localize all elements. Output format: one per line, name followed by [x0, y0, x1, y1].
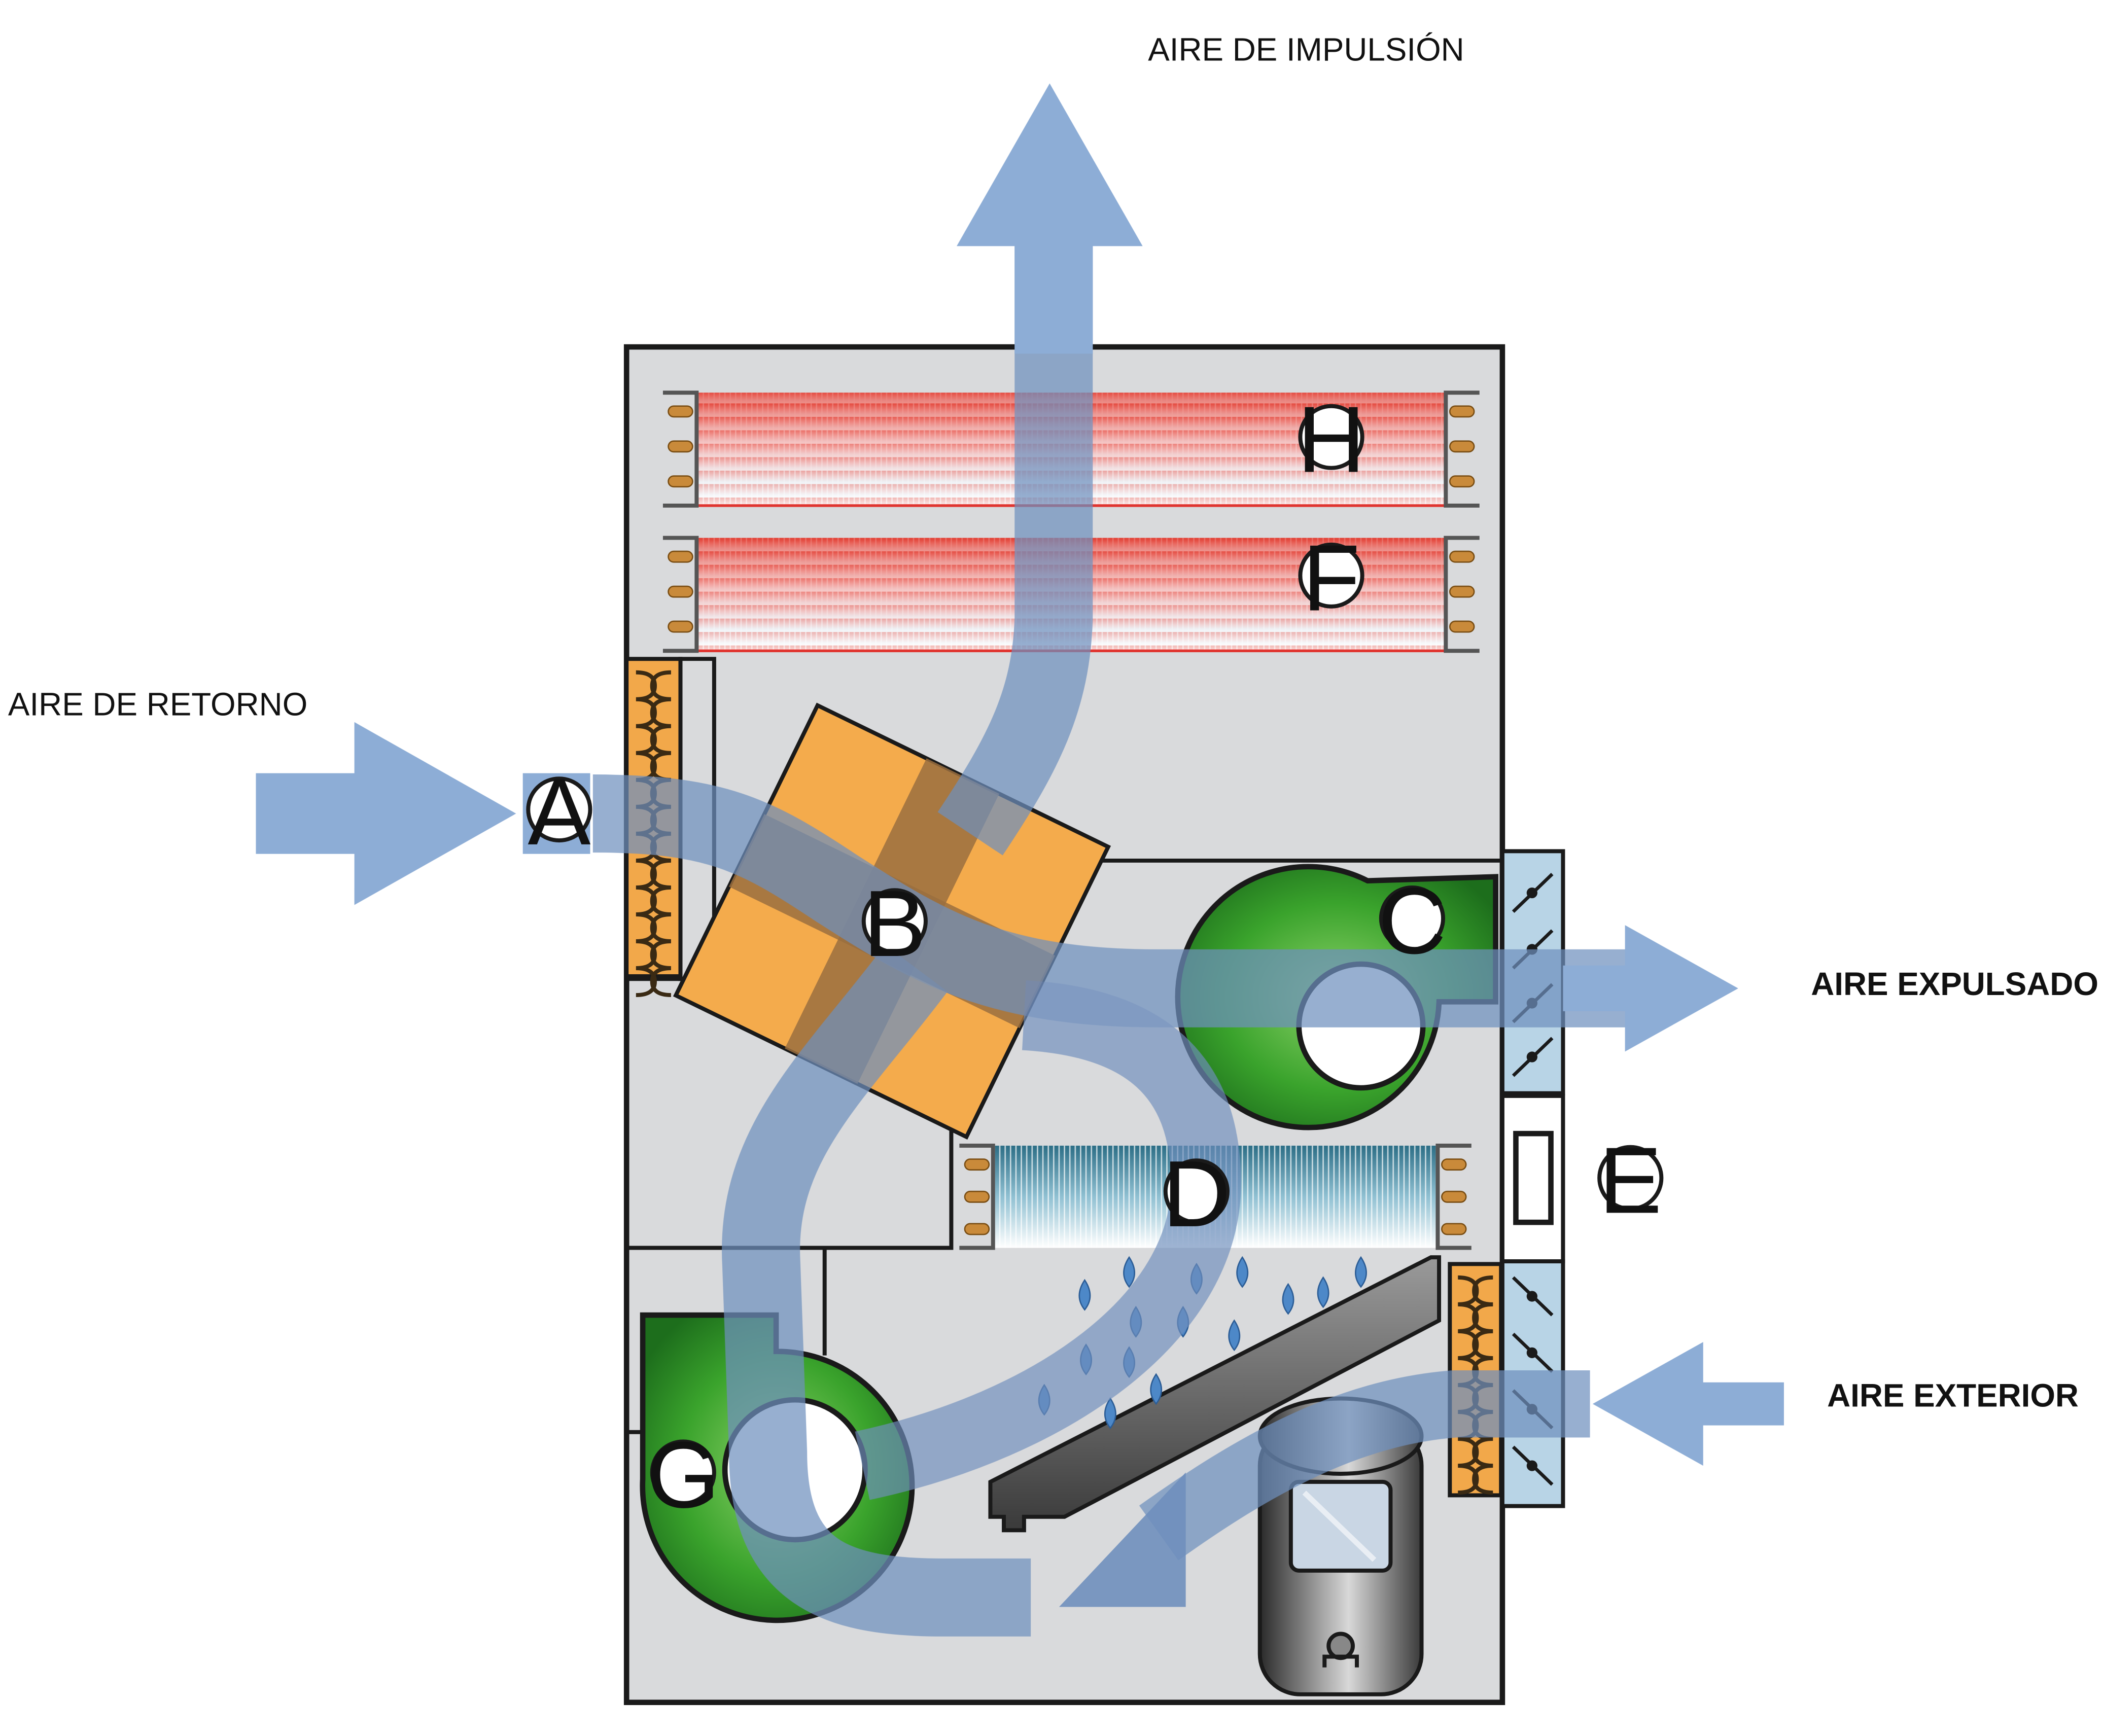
svg-text:F: F — [1303, 526, 1360, 631]
supply-air-arrow — [957, 83, 1143, 354]
badge-e: E — [1597, 1128, 1664, 1233]
svg-text:A: A — [528, 760, 590, 865]
exhaust-air-arrow — [1563, 925, 1738, 1052]
badge-c: C — [1378, 869, 1446, 974]
badge-g: G — [646, 1423, 720, 1528]
return-to-exhaust-airflow — [592, 774, 1631, 1028]
svg-text:E: E — [1599, 1128, 1662, 1233]
drain-air-arrow — [1059, 1472, 1186, 1607]
supply-airflow — [937, 235, 1093, 856]
svg-text:B: B — [863, 871, 926, 976]
mixing-damper-e — [1500, 1093, 1565, 1264]
svg-text:D: D — [1163, 1142, 1231, 1247]
badge-b: B — [861, 871, 928, 976]
outdoor-air-label: AIRE EXTERIOR — [1827, 1377, 2079, 1413]
svg-text:C: C — [1378, 869, 1446, 974]
badge-f: F — [1298, 526, 1364, 631]
outdoor-airflow — [1139, 1370, 1590, 1561]
return-air-label: AIRE DE RETORNO — [8, 687, 307, 723]
badge-a: A — [526, 760, 592, 865]
condensate-drain-pan — [988, 1255, 1442, 1533]
badge-h: H — [1297, 387, 1365, 492]
outdoor-air-arrow — [1592, 1342, 1784, 1466]
supply-air-label: AIRE DE IMPULSIÓN — [1148, 31, 1464, 67]
mixed-airflow — [722, 944, 1031, 1637]
svg-text:H: H — [1297, 387, 1365, 492]
exhaust-air-label: AIRE EXPULSADO — [1811, 966, 2098, 1002]
badge-d: D — [1163, 1142, 1231, 1247]
svg-text:G: G — [646, 1423, 720, 1528]
